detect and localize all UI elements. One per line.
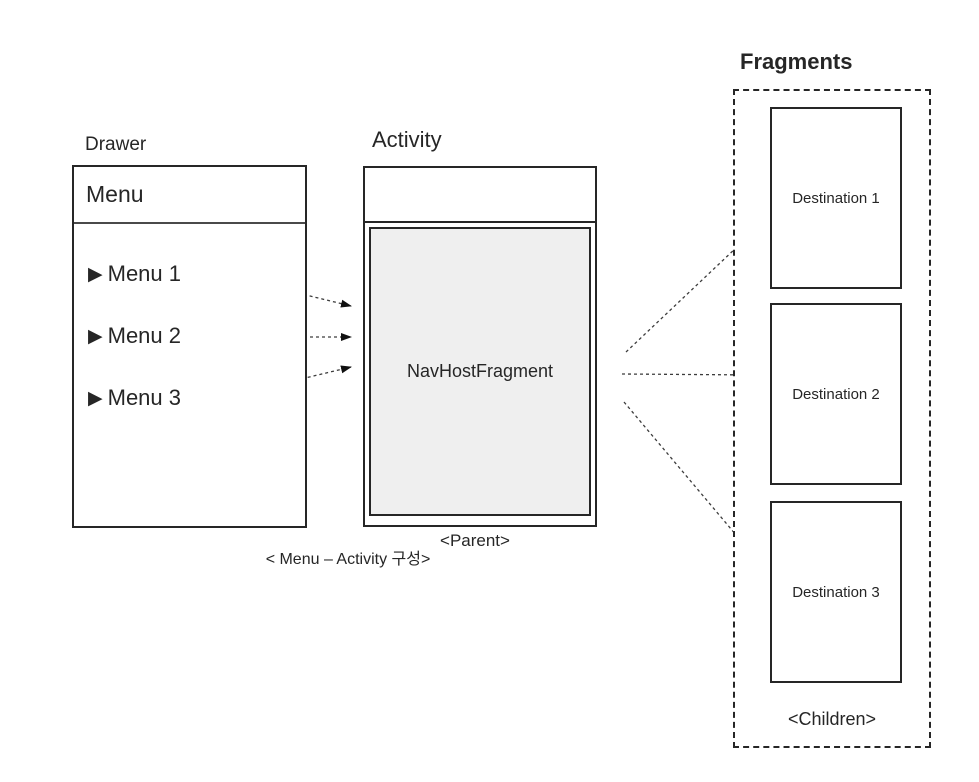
menu-item-2: ▶ Menu 2 <box>88 323 181 349</box>
destination-2-label: Destination 2 <box>792 385 880 403</box>
destination-1-label: Destination 1 <box>792 189 880 207</box>
destination-box-2: Destination 2 <box>770 303 902 485</box>
activity-label: Activity <box>372 127 442 152</box>
play-triangle-icon: ▶ <box>88 325 103 347</box>
fragments-container: Destination 1 Destination 2 Destination … <box>733 89 931 748</box>
menu-item-3: ▶ Menu 3 <box>88 385 181 411</box>
navhost-fragment-label: NavHostFragment <box>406 361 554 381</box>
activity-box: NavHostFragment <box>363 166 597 527</box>
destination-box-3: Destination 3 <box>770 501 902 683</box>
destination-box-1: Destination 1 <box>770 107 902 289</box>
play-triangle-icon: ▶ <box>88 263 103 285</box>
destination-3-label: Destination 3 <box>792 583 880 601</box>
fragments-label: Fragments <box>740 49 853 74</box>
menu-item-2-label: Menu 2 <box>107 323 182 348</box>
menu-item-1-label: Menu 1 <box>107 261 182 286</box>
play-triangle-icon: ▶ <box>88 387 103 409</box>
navhost-fragment-box: NavHostFragment <box>369 227 591 516</box>
menu-item-1: ▶ Menu 1 <box>88 261 181 287</box>
menu-activity-caption: < Menu – Activity 구성> <box>265 551 431 568</box>
children-caption: <Children> <box>787 709 877 729</box>
drawer-label: Drawer <box>85 134 147 155</box>
activity-topbar <box>365 168 595 223</box>
menu-item-3-label: Menu 3 <box>107 385 182 410</box>
parent-caption: <Parent> <box>440 531 510 550</box>
drawer-box: Menu ▶ Menu 1 ▶ Menu 2 ▶ Menu 3 <box>72 165 307 528</box>
drawer-menu-header: Menu <box>74 167 305 224</box>
navhost-wrapper: NavHostFragment <box>365 223 595 525</box>
